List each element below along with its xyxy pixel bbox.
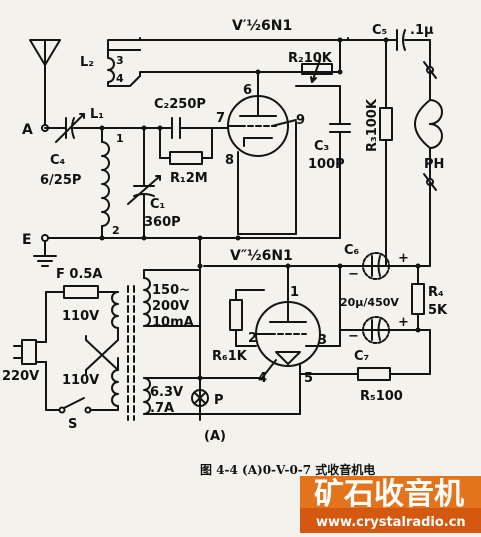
- label-PH: PH: [424, 157, 444, 172]
- watermark-logo: 矿石收音机 www.crystalradio.cn: [300, 476, 481, 533]
- label-R3: R₃100K: [365, 98, 380, 152]
- resistor-r1: [159, 127, 213, 165]
- plug-icon: [13, 339, 47, 365]
- label-tube2: V″½6N1: [230, 248, 293, 264]
- resistor-r4: [411, 265, 425, 331]
- label-C4: C₄: [50, 153, 66, 168]
- label-sec2: 200V: [152, 299, 189, 314]
- label-pin1: 1: [290, 285, 299, 300]
- label-pin6: 6: [243, 83, 252, 98]
- label-220v: 220V: [2, 369, 39, 384]
- label-pin9: 9: [296, 113, 305, 128]
- label-C2: C₂250P: [154, 97, 206, 112]
- capacitor-c2: [159, 117, 229, 139]
- ground-rail: [33, 234, 341, 267]
- capacitor-c6: [362, 252, 390, 280]
- label-fil2: .7A: [150, 401, 174, 416]
- label-C7: C₇: [354, 349, 369, 364]
- capacitor-c7: [362, 316, 390, 344]
- label-L1: L₁: [90, 107, 104, 122]
- label-C1: C₁: [150, 197, 165, 212]
- label-plus2: +: [398, 315, 409, 330]
- label-ground-E: E: [22, 232, 32, 248]
- label-pin7: 7: [216, 111, 225, 126]
- label-110v-top: 110V: [62, 309, 99, 324]
- label-C5: C₅: [372, 23, 387, 38]
- headphones-icon: [414, 61, 443, 191]
- resistor-r5: [299, 329, 431, 381]
- tube-v2: [255, 289, 321, 367]
- label-R6: R₆1K: [212, 349, 248, 364]
- label-subfigure: (A): [204, 429, 226, 444]
- watermark-title: 矿石收音机: [314, 477, 464, 512]
- label-cap-value: 20μ/450V: [340, 296, 399, 309]
- label-plus1: +: [398, 251, 409, 266]
- label-R2: R₂10K: [288, 51, 333, 66]
- watermark-url: www.crystalradio.cn: [316, 515, 466, 530]
- tube-v1: [227, 83, 297, 157]
- power-transformer: [111, 277, 151, 421]
- label-lamp-P: P: [214, 393, 224, 408]
- resistor-r6: [229, 289, 265, 347]
- label-L2: L₂: [80, 55, 94, 70]
- fuse-f: [45, 285, 119, 299]
- power-switch[interactable]: [45, 397, 119, 414]
- capacitor-c1: [127, 127, 161, 239]
- label-pin4: 4: [258, 371, 267, 386]
- capacitor-c5: [391, 29, 431, 71]
- figure-caption: 图 4-4 (A)0-V-0-7 式收音机电: [200, 462, 375, 477]
- label-R5: R₅100: [360, 389, 403, 404]
- label-R4-value: 5K: [428, 303, 448, 318]
- label-L2-pin3: 3: [116, 54, 124, 67]
- label-tube1: V′½6N1: [232, 18, 292, 34]
- label-minus1: −: [348, 267, 359, 282]
- inductor-l1: [101, 127, 110, 239]
- label-C3-value: 100P: [308, 157, 345, 172]
- label-L1-pin2: 2: [112, 224, 120, 237]
- resistor-r2: [257, 39, 341, 85]
- label-switch-S: S: [68, 417, 77, 432]
- capacitor-c3: [329, 85, 351, 239]
- label-C6: C₆: [344, 243, 360, 258]
- label-pin3: 3: [318, 333, 327, 348]
- label-R1: R₁2M: [170, 171, 208, 186]
- label-sec3: 10mA: [152, 315, 194, 330]
- label-pin5: 5: [304, 371, 313, 386]
- label-L2-pin4: 4: [116, 72, 124, 85]
- label-minus2: −: [348, 329, 359, 344]
- label-R4: R₄: [428, 285, 444, 300]
- label-C5-value: .1μ: [410, 23, 434, 38]
- label-fuse: F 0.5A: [56, 267, 103, 282]
- label-L1-pin1: 1: [116, 132, 124, 145]
- label-pin8: 8: [225, 153, 234, 168]
- label-fil1: 6.3V: [150, 385, 183, 400]
- label-sec1: 150~: [152, 283, 190, 298]
- label-C1-value: 360P: [144, 215, 181, 230]
- antenna-icon: [29, 39, 61, 129]
- label-110v-bottom: 110V: [62, 373, 99, 388]
- label-C4-value: 6/25P: [40, 173, 81, 188]
- label-antenna-A: A: [22, 122, 33, 138]
- resistor-r3: [379, 39, 393, 267]
- label-C3: C₃: [314, 139, 329, 154]
- label-pin2: 2: [248, 331, 257, 346]
